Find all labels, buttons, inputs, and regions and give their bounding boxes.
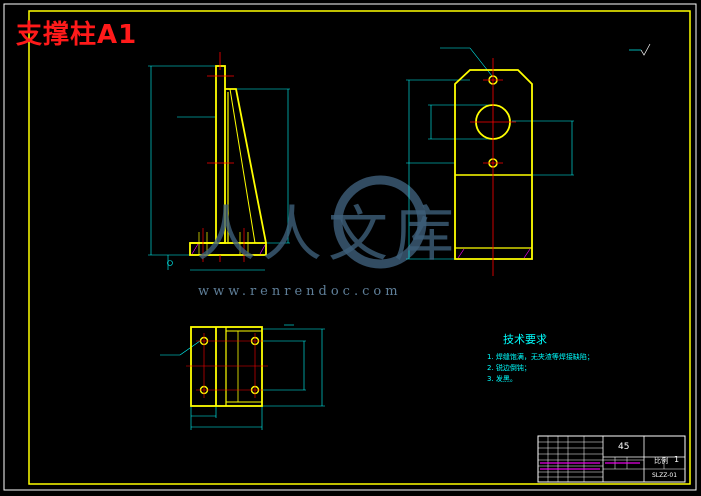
watermark-logo-ring: [333, 175, 427, 269]
outer-sheet-border: [3, 3, 697, 491]
top-view: [160, 324, 325, 430]
drawing-frame: [28, 10, 691, 485]
front-view: [148, 52, 290, 271]
technical-requirement-3: 3. 发黑。: [487, 375, 517, 383]
watermark-text: 人人文库: [196, 200, 460, 270]
title-block-grid: [537, 435, 686, 483]
technical-requirement-2: 2. 锐边倒钝；: [487, 364, 531, 372]
side-view: [406, 47, 574, 276]
title-block-scale-label: 比例: [654, 457, 668, 465]
title-block-scale-value: 1: [674, 455, 680, 464]
title-block-material: 45: [618, 442, 630, 452]
watermark-url: www.renrendoc.com: [198, 284, 402, 299]
drawing-title: 支撑柱A1: [16, 20, 138, 50]
technical-requirements-title: 技术要求: [503, 333, 547, 346]
title-block-drawing-number: SLZZ-01: [652, 472, 678, 479]
technical-requirement-1: 1. 焊缝饱满，无夹渣等焊接缺陷；: [487, 353, 594, 361]
surface-roughness-symbol: [629, 43, 651, 56]
